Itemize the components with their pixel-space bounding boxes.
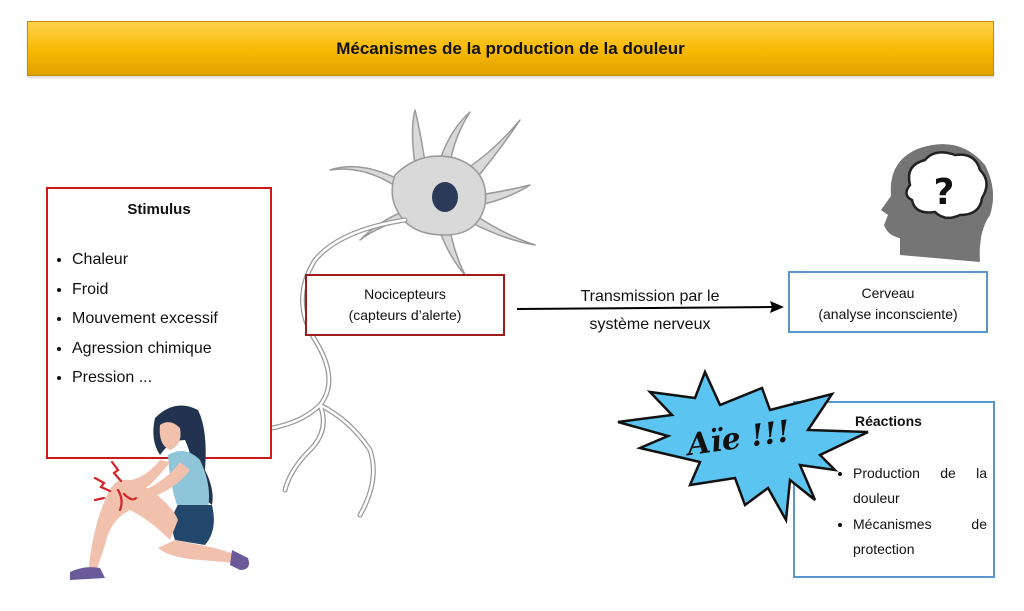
diagram-title: Mécanismes de la production de la douleu… [336, 38, 685, 58]
nociceptors-box: Nocicepteurs (capteurs d’alerte) [305, 274, 505, 336]
reactions-title: Réactions [855, 413, 922, 429]
list-item: Pression ... [72, 363, 218, 393]
transmission-label: Transmission par le système nerveux [560, 283, 740, 339]
transmission-line-2: système nerveux [589, 316, 711, 333]
stimulus-list: Chaleur Froid Mouvement excessif Agressi… [54, 245, 218, 393]
stimulus-title: Stimulus [127, 201, 191, 218]
stimulus-box: Stimulus Chaleur Froid Mouvement excessi… [46, 187, 272, 459]
nociceptors-label: Nocicepteurs [364, 286, 446, 302]
title-banner: Mécanismes de la production de la douleu… [27, 21, 994, 76]
list-item: Agression chimique [72, 334, 218, 364]
question-mark-icon: ? [934, 172, 955, 213]
brain-sublabel: (analyse inconsciente) [818, 306, 958, 322]
nociceptors-sublabel: (capteurs d’alerte) [348, 307, 462, 323]
list-item: Mouvement excessif [72, 304, 218, 334]
brain-box: Cerveau (analyse inconsciente) [788, 271, 988, 333]
pain-icon [93, 460, 138, 512]
reactions-list: Production de la douleur Mécanismes de p… [835, 461, 987, 563]
list-item: Production de la douleur [853, 461, 987, 511]
nucleus [432, 182, 458, 212]
list-item: Mécanismes de protection [853, 512, 987, 562]
transmission-line-1: Transmission par le [580, 288, 720, 305]
brain-label: Cerveau [861, 285, 915, 301]
list-item: Froid [72, 275, 218, 305]
list-item: Chaleur [72, 245, 218, 275]
